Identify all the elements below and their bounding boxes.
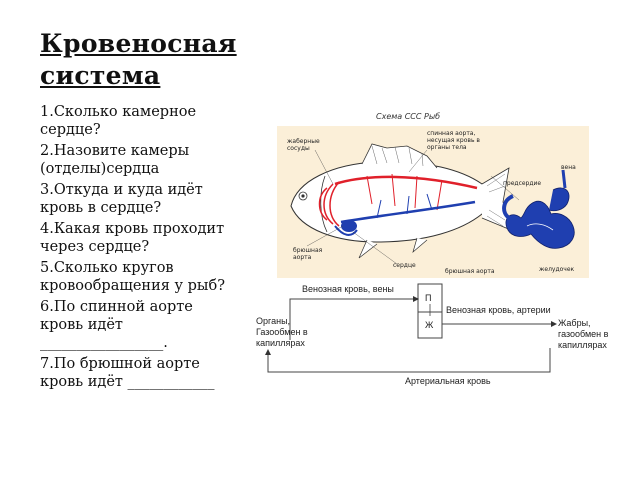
- scheme-venous-arteries: Венозная кровь, артерии: [446, 305, 551, 315]
- question-3: 3.Откуда и куда идёт кровь в сердце?: [40, 182, 203, 216]
- label-ventral-aorta-right: брюшная аорта: [445, 268, 495, 275]
- label-ventricle: желудочек: [539, 266, 575, 273]
- figure-caption: Схема ССС Рыб: [376, 112, 441, 121]
- slide-title: Кровеносная система: [40, 29, 237, 90]
- scheme-arterial-blood: Артериальная кровь: [405, 376, 491, 386]
- label-atrium: предсердие: [503, 180, 542, 187]
- question-6: 6.По спинной аорте кровь идёт __________…: [40, 299, 193, 351]
- scheme-box-ventricle: Ж: [425, 320, 434, 330]
- label-ventral-aorta: брюшная аорта: [293, 247, 323, 261]
- question-2: 2.Назовите камеры (отделы)сердца: [40, 143, 190, 177]
- question-4: 4.Какая кровь проходит через сердце?: [40, 221, 225, 255]
- question-1: 1.Сколько камерное сердце?: [40, 104, 197, 138]
- fish-illustration: [290, 143, 575, 265]
- question-5: 5.Сколько кругов кровообращения у рыб?: [40, 260, 225, 294]
- fish-circulation-figure: жаберные сосуды спинная аорта, несущая к…: [277, 126, 589, 278]
- scheme-venous-veins: Венозная кровь, вены: [302, 284, 394, 294]
- scheme-organs: Органы, Газообмен в капиллярах: [256, 316, 308, 348]
- label-vein: вена: [561, 164, 576, 171]
- label-heart: сердце: [393, 262, 416, 269]
- scheme-box-atrium: П: [425, 293, 432, 303]
- question-7: 7.По брюшной аорте кровь идёт __________…: [40, 356, 215, 390]
- scheme-gills: Жабры, газообмен в капиллярах: [558, 318, 609, 350]
- question-list: 1.Сколько камерное сердце? 2.Назовите ка…: [40, 103, 240, 394]
- label-dorsal-aorta: спинная аорта, несущая кровь в органы те…: [427, 130, 480, 151]
- label-gill-vessels: жаберные сосуды: [287, 138, 320, 152]
